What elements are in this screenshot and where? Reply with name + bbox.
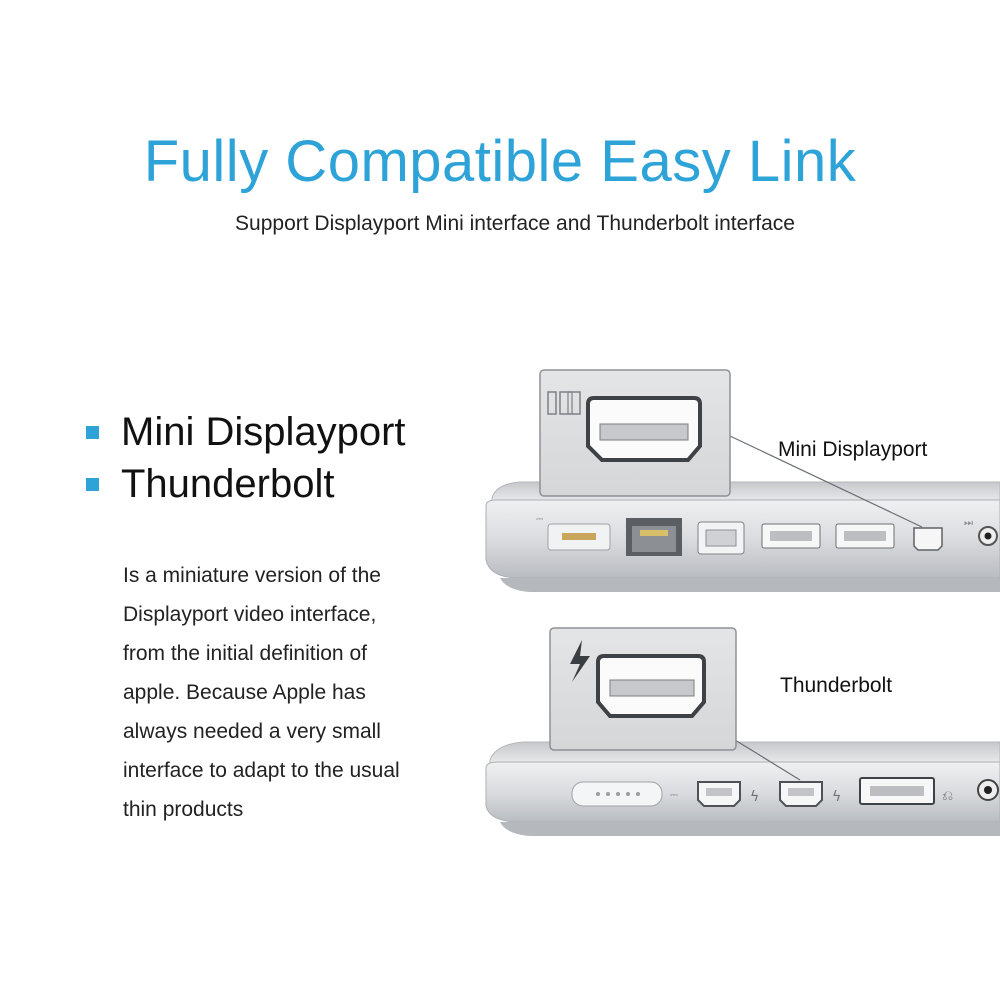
laptop-top: ⎓ ⏭ — [485, 481, 1000, 592]
mini-displayport-port-icon — [913, 527, 943, 551]
svg-text:⎓: ⎓ — [536, 515, 543, 525]
callout-mini-displayport: Mini Displayport — [778, 438, 928, 461]
description-line: Is a miniature version of the — [123, 564, 381, 587]
svg-text:ϟ: ϟ — [750, 789, 759, 805]
description-line: Displayport video interface, — [123, 603, 377, 626]
bullet-label: Mini Displayport — [121, 410, 406, 454]
bullet-item-thunderbolt: Thunderbolt — [86, 462, 334, 507]
callout-thunderbolt: Thunderbolt — [780, 674, 893, 697]
page-subtitle: Support Displayport Mini interface and T… — [235, 212, 795, 235]
bullet-square-icon — [86, 478, 99, 491]
description-line: interface to adapt to the usual — [123, 759, 400, 782]
svg-text:⎓: ⎓ — [670, 790, 678, 801]
description-block: Is a miniature version of the Displaypor… — [123, 556, 443, 829]
svg-text:⎌: ⎌ — [942, 788, 953, 804]
bullet-label: Thunderbolt — [121, 462, 335, 506]
svg-text:⏭: ⏭ — [964, 518, 973, 529]
description-line: always needed a very small — [123, 720, 381, 743]
mini-displayport-icon — [547, 391, 581, 415]
svg-text:ϟ: ϟ — [832, 789, 841, 805]
page-title: Fully Compatible Easy Link — [143, 129, 857, 194]
thunderbolt-zoom-box — [549, 627, 737, 751]
description-line: from the initial definition of — [123, 642, 367, 665]
description-line: thin products — [123, 798, 244, 821]
thunderbolt-icon — [570, 640, 590, 682]
description-line: apple. Because Apple has — [123, 681, 366, 704]
bullet-square-icon — [86, 426, 99, 439]
laptop-bottom: ⎓ ϟ ϟ ⎌ — [485, 741, 1000, 836]
bullet-item-mini-displayport: Mini Displayport — [86, 410, 406, 455]
mini-displayport-zoom-box — [539, 369, 731, 497]
